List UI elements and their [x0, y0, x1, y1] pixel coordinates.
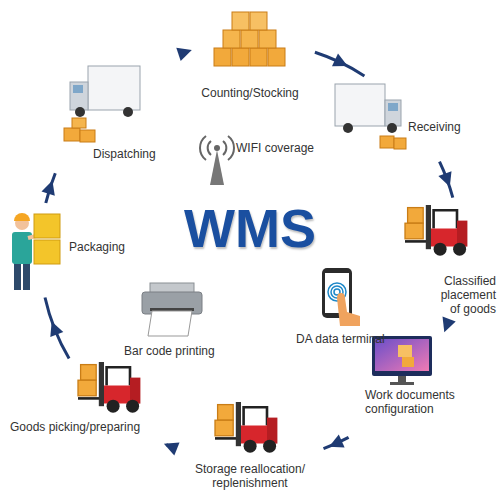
- forklift-icon: [405, 205, 467, 256]
- arrow-head: [164, 443, 180, 456]
- stage-node: Counting/Stocking: [188, 4, 312, 104]
- truck-icon: [64, 66, 140, 142]
- flow-connector: [438, 162, 452, 198]
- flow-connector: [324, 435, 349, 449]
- stage-label: Goods picking/preparing: [10, 420, 170, 434]
- arrow-head: [50, 322, 63, 338]
- flow-connector: [45, 298, 69, 359]
- flow-connector: [443, 317, 456, 333]
- worker-icon: [12, 213, 60, 290]
- flow-connector: [315, 52, 365, 76]
- stage-node: Dispatching: [55, 55, 180, 170]
- stage-node: Goods picking/preparing: [10, 362, 170, 442]
- stage-node: Packaging: [5, 205, 135, 295]
- stage-node: Classified placement of goods: [380, 200, 498, 320]
- ring-arc: [45, 298, 69, 359]
- arrow-head: [329, 435, 345, 448]
- stage-label: Receiving: [408, 120, 478, 134]
- printer-icon: [142, 283, 202, 336]
- stage-label: Counting/Stocking: [188, 86, 312, 100]
- arrow-head: [176, 48, 192, 61]
- stage-label: Packaging: [69, 240, 133, 254]
- ring-arc: [315, 52, 365, 76]
- flow-connector: [176, 48, 192, 61]
- arrow-head: [332, 54, 348, 67]
- flow-connector: [42, 173, 56, 203]
- wifi-antenna-icon: [200, 136, 234, 185]
- stage-label: Storage reallocation/ replenishment: [180, 462, 320, 490]
- arrow-head: [42, 180, 55, 195]
- arrow-head: [443, 317, 456, 333]
- center-title: WMS: [150, 198, 350, 258]
- arrow-head: [438, 171, 451, 187]
- stage-label: Work documents configuration: [365, 388, 475, 416]
- stage-label: Classified placement of goods: [430, 274, 496, 316]
- forklift-icon: [215, 402, 277, 453]
- stage-label: Dispatching: [93, 147, 173, 161]
- truck-icon: [335, 84, 406, 149]
- feature-label: Bar code printing: [124, 344, 234, 358]
- stage-node: Receiving: [330, 78, 480, 158]
- feature-label: DA data terminal: [296, 332, 396, 346]
- stage-node: Storage reallocation/ replenishment: [180, 400, 320, 500]
- phone-icon: [322, 268, 360, 326]
- feature-label: WIFI coverage: [236, 141, 331, 155]
- forklift-icon: [78, 362, 140, 413]
- flow-connector: [164, 443, 180, 456]
- box-stack-icon: [214, 12, 285, 66]
